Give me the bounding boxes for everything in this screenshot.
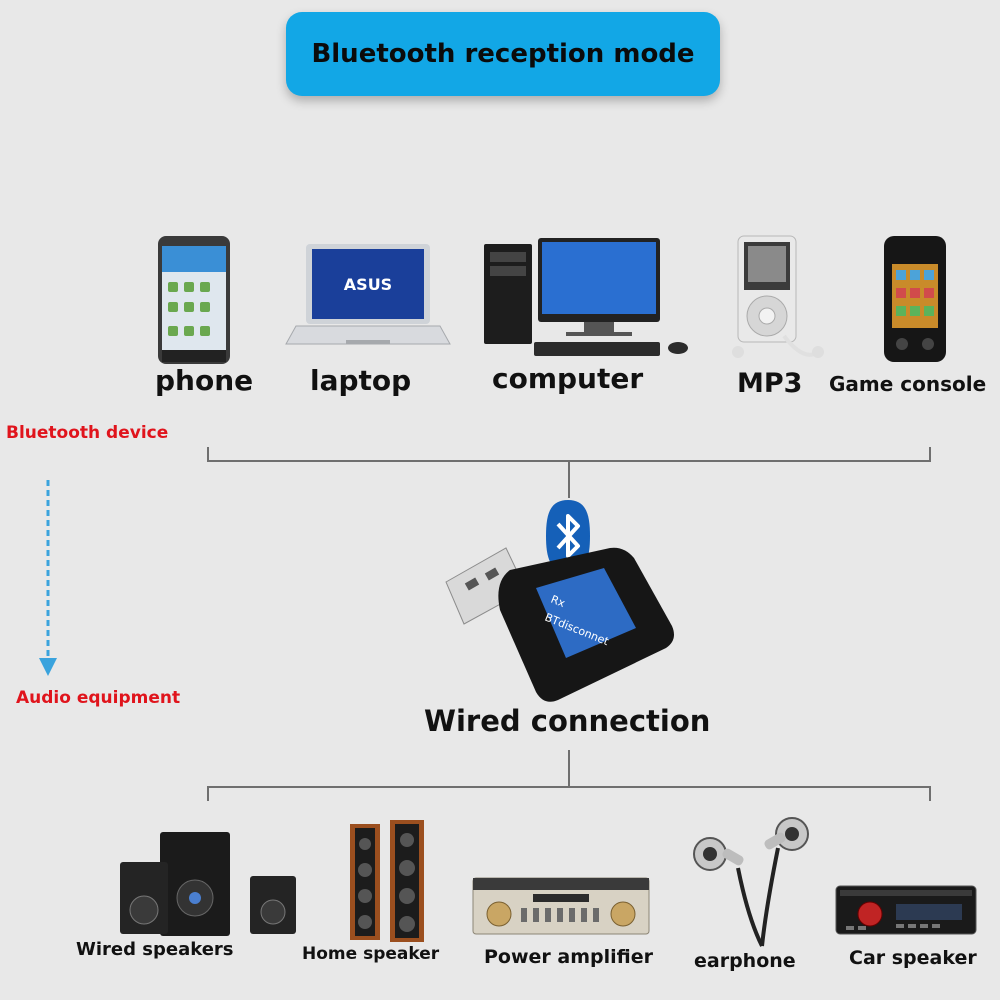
- computer-icon: [484, 238, 688, 356]
- game-console-icon: [884, 236, 946, 362]
- device-label-phone: phone: [155, 364, 254, 397]
- laptop-icon: ASUS: [285, 244, 451, 345]
- power-amplifier-icon: [472, 877, 650, 935]
- bottom-stem-line: [568, 750, 570, 788]
- earphone-icon: [693, 817, 809, 947]
- device-label-power-amplifier: Power amplifier: [484, 946, 653, 968]
- device-label-wired-speakers: Wired speakers: [76, 939, 234, 960]
- audio-equipment-label: Audio equipment: [16, 688, 181, 708]
- bluetooth-device-label: Bluetooth device: [6, 423, 169, 443]
- home-speaker-icon: [350, 820, 424, 942]
- bottom-bracket-line: [207, 786, 931, 788]
- top-bracket-right-tick: [929, 447, 931, 462]
- laptop-brand-text: ASUS: [344, 275, 392, 294]
- bluetooth-dongle-icon: Rx BTdisconnet: [445, 547, 674, 702]
- top-bracket-left-tick: [207, 447, 209, 462]
- bluetooth-icon: [546, 500, 590, 572]
- top-bracket-line: [207, 460, 931, 462]
- down-arrow-icon: [39, 480, 57, 676]
- wired-speakers-icon: [120, 832, 296, 936]
- wired-connection-label: Wired connection: [424, 704, 711, 738]
- device-label-computer: computer: [492, 362, 644, 395]
- car-speaker-icon: [835, 885, 977, 935]
- title-banner: Bluetooth reception mode: [286, 12, 720, 96]
- device-label-mp3: MP3: [737, 368, 803, 399]
- mp3-player-icon: [732, 235, 824, 358]
- bottom-bracket-right-tick: [929, 786, 931, 801]
- phone-icon: [158, 236, 230, 364]
- device-label-earphone: earphone: [694, 950, 796, 972]
- bottom-bracket-left-tick: [207, 786, 209, 801]
- device-label-game-console: Game console: [829, 372, 987, 396]
- device-label-laptop: laptop: [310, 364, 412, 397]
- dongle-screen-rx: Rx: [549, 593, 567, 611]
- device-label-home-speaker: Home speaker: [302, 944, 440, 964]
- top-stem-line: [568, 462, 570, 498]
- device-label-car-speaker: Car speaker: [849, 947, 977, 969]
- title-text: Bluetooth reception mode: [311, 39, 695, 69]
